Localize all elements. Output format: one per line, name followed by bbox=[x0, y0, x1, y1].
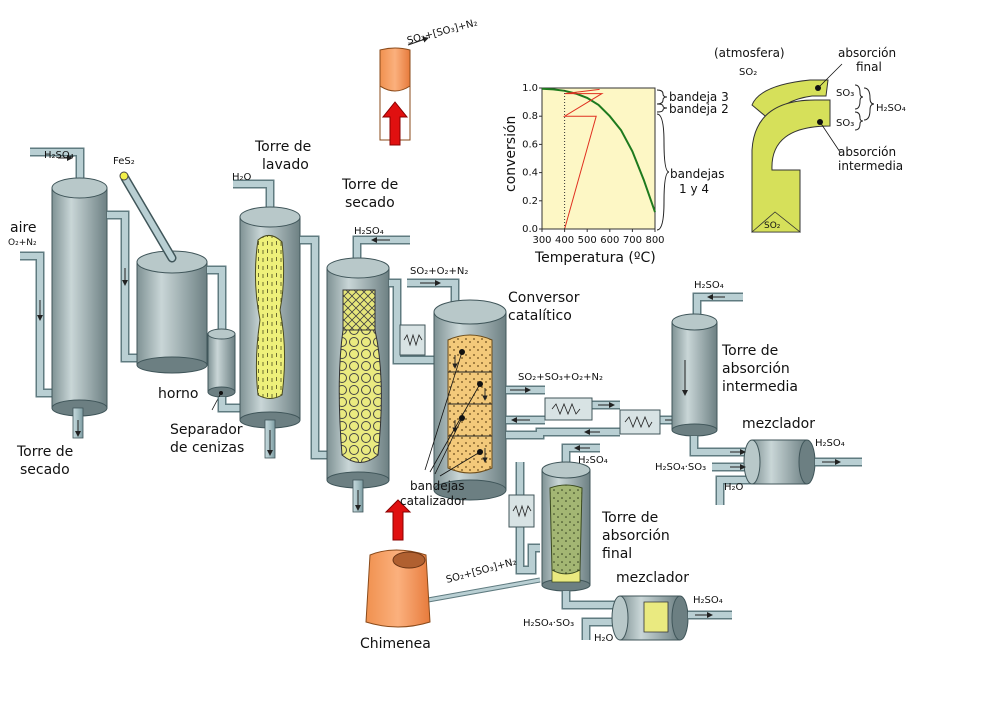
label-bandejas-2: catalizador bbox=[400, 494, 466, 508]
chart-xtick-0: 300 bbox=[532, 235, 551, 246]
label-separador-2: de cenizas bbox=[170, 440, 244, 456]
chart-annot-bandejas-1-4-b: 1 y 4 bbox=[679, 182, 709, 196]
label-torre-lavado-1: Torre de bbox=[254, 139, 311, 155]
chart-xtick-5: 800 bbox=[645, 235, 664, 246]
chart-xtick-1: 400 bbox=[555, 235, 574, 246]
chart-plot-area bbox=[541, 87, 656, 230]
label-h2so4-absint: H₂SO₄ bbox=[694, 280, 724, 291]
label-bandejas-1: bandejas bbox=[410, 479, 465, 493]
label-fes2: FeS₂ bbox=[113, 156, 135, 167]
drying-tower-left bbox=[20, 147, 108, 439]
inset-absorcion-final-1: absorción bbox=[838, 46, 896, 60]
inset-absorcion-intermedia-1: absorción bbox=[838, 145, 896, 159]
mixer-1 bbox=[712, 439, 862, 505]
label-torre-lavado-2: lavado bbox=[262, 157, 309, 173]
chart-xtick-4: 700 bbox=[623, 235, 642, 246]
label-h2so4-mix2-out: H₂SO₄ bbox=[693, 595, 723, 606]
final-absorption-tower bbox=[541, 443, 620, 610]
equilibrium-curve bbox=[541, 87, 656, 213]
label-torre-abs-final-3: final bbox=[602, 546, 632, 562]
label-torre-secado-left-2: secado bbox=[20, 462, 70, 478]
label-torre-abs-int-1: Torre de bbox=[721, 343, 778, 359]
chart-ytick-5: 1.0 bbox=[522, 83, 538, 94]
chart-xlabel: Temperatura (ºC) bbox=[534, 250, 656, 266]
chart-annot-bandeja-2: bandeja 2 bbox=[669, 102, 729, 116]
inset-absorcion-intermedia-2: intermedia bbox=[838, 159, 903, 173]
label-so2-o2-n2: SO₂+O₂+N₂ bbox=[410, 266, 468, 277]
label-h2so4-mix1-out: H₂SO₄ bbox=[815, 438, 845, 449]
chart-ytick-4: 0.8 bbox=[522, 111, 538, 122]
furnace bbox=[119, 171, 208, 374]
label-h2so4-so3-1: H₂SO₄·SO₃ bbox=[655, 462, 706, 473]
washing-tower bbox=[233, 179, 301, 459]
label-h2so4-secado: H₂SO₄ bbox=[354, 226, 384, 237]
label-torre-abs-int-2: absorción bbox=[722, 361, 790, 377]
label-h2so4-top-left: H₂SO₄ bbox=[44, 150, 74, 161]
label-aire: aire bbox=[10, 220, 37, 236]
label-h2o-lavado: H₂O bbox=[232, 172, 252, 183]
label-torre-abs-final-2: absorción bbox=[602, 528, 670, 544]
chart-annot-bandeja-3: bandeja 3 bbox=[669, 90, 729, 104]
chart-xtick-2: 500 bbox=[578, 235, 597, 246]
inset-h2so4: H₂SO₄ bbox=[876, 103, 906, 114]
label-h2so4-so3-2: H₂SO₄·SO₃ bbox=[523, 618, 574, 629]
chart-ylabel: conversión bbox=[503, 116, 519, 192]
inset-so3-lower: SO₃ bbox=[836, 118, 854, 129]
operating-path bbox=[562, 88, 604, 230]
label-separador-1: Separador bbox=[170, 422, 243, 438]
chart-xtick-3: 600 bbox=[600, 235, 619, 246]
label-h2o-mix2: H₂O bbox=[594, 633, 614, 644]
chart-ytick-2: 0.4 bbox=[522, 168, 538, 179]
chart-ytick-0: 0.0 bbox=[522, 224, 538, 235]
label-torre-secado-mid-2: secado bbox=[345, 195, 395, 211]
inset-so2-top: SO₂ bbox=[739, 67, 757, 78]
absorption-detail-inset bbox=[750, 63, 875, 233]
label-mezclador-1: mezclador bbox=[742, 416, 815, 432]
label-top-exhaust-gas: SO₂+[SO₃]+N₂ bbox=[406, 18, 479, 47]
heat-exchanger-4 bbox=[508, 494, 535, 528]
label-h2o-mix1: H₂O bbox=[724, 482, 744, 493]
label-horno: horno bbox=[158, 386, 198, 402]
chimney-top bbox=[379, 36, 429, 146]
label-mix-gas: SO₂+SO₃+O₂+N₂ bbox=[518, 372, 603, 383]
label-torre-secado-left-1: Torre de bbox=[16, 444, 73, 460]
heat-exchanger-3 bbox=[619, 409, 661, 435]
label-exhaust-gas: SO₂+[SO₃]+N₂ bbox=[445, 557, 518, 586]
label-torre-secado-mid-1: Torre de bbox=[341, 177, 398, 193]
label-torre-abs-int-3: intermedia bbox=[722, 379, 798, 395]
label-conversor-1: Conversor bbox=[508, 290, 580, 306]
heat-exchanger-2 bbox=[544, 397, 593, 421]
inset-absorcion-final-2: final bbox=[856, 60, 882, 74]
label-aire-gas: O₂+N₂ bbox=[8, 238, 37, 248]
chart-annot-bandejas-1-4-a: bandejas bbox=[670, 167, 725, 181]
intermediate-absorption-tower bbox=[671, 292, 752, 457]
inset-so3-upper: SO₃ bbox=[836, 88, 854, 99]
label-mezclador-2: mezclador bbox=[616, 570, 689, 586]
label-h2so4-absfin: H₂SO₄ bbox=[578, 455, 608, 466]
catalytic-converter bbox=[424, 299, 507, 501]
label-conversor-2: catalítico bbox=[508, 308, 572, 324]
label-chimenea: Chimenea bbox=[360, 636, 431, 652]
chart-ytick-1: 0.2 bbox=[522, 196, 538, 207]
chimney bbox=[365, 499, 541, 628]
inset-so2-bottom: SO₂ bbox=[764, 221, 781, 231]
inset-atmosfera: (atmosfera) bbox=[714, 46, 785, 60]
label-torre-abs-final-1: Torre de bbox=[601, 510, 658, 526]
drying-tower-mid bbox=[326, 235, 410, 513]
mixer-2 bbox=[581, 595, 732, 641]
chart-ytick-3: 0.6 bbox=[522, 139, 538, 150]
heat-exchanger-1 bbox=[399, 324, 426, 356]
